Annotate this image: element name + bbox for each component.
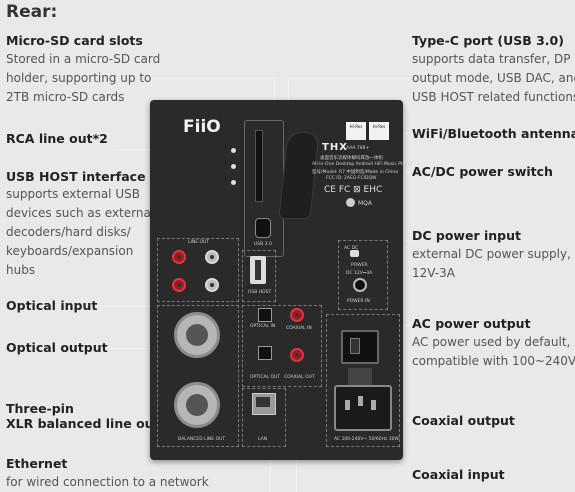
balanced-panel — [157, 305, 239, 447]
leader-line — [150, 78, 275, 79]
hires-audio-logo: Hi-Res — [369, 122, 389, 140]
page-title: Rear: — [6, 2, 58, 22]
usbhost-desc-2: devices such as external — [6, 206, 155, 220]
power-label: POWER — [351, 263, 368, 268]
rca-right-bottom-jack[interactable] — [172, 278, 186, 292]
balanced-label: BALANCED LINE OUT — [178, 437, 226, 442]
coax-in-title: Coaxial input — [412, 467, 505, 482]
digital-io-panel — [242, 305, 322, 387]
ethernet-desc: for wired connection to a network — [6, 475, 209, 489]
typec-title: Type-C port (USB 3.0) — [412, 33, 564, 48]
dc-desc-2: 12V-3A — [412, 266, 455, 280]
thx-sub: AAA 788+ — [346, 146, 370, 151]
ac-spec-label: AC 100-240V~ 50/60Hz 30W — [334, 437, 399, 442]
xlr-left-jack[interactable] — [174, 382, 220, 428]
microsd-title: Micro-SD card slots — [6, 33, 143, 48]
coaxial-out-jack[interactable] — [290, 348, 304, 362]
microsd-slot[interactable] — [255, 130, 263, 202]
info-line-1: 桌面音乐流媒体解码耳放一体机 — [320, 156, 383, 161]
ac-power-switch[interactable] — [341, 330, 379, 364]
ethernet-title: Ethernet — [6, 456, 68, 471]
lineout-label: LINE OUT — [188, 240, 210, 245]
switch-rocker-icon — [350, 338, 360, 354]
usbhost-desc-1: supports external USB — [6, 187, 140, 201]
power-panel — [338, 240, 388, 310]
coaxial-in-jack[interactable] — [290, 308, 304, 322]
acdc-title: AC/DC power switch — [412, 164, 553, 179]
usb-c-port[interactable] — [255, 218, 271, 238]
dc-power-input[interactable] — [353, 278, 367, 292]
hires-logo: Hi-Res — [346, 122, 366, 140]
usb-host-panel — [242, 250, 276, 302]
xlr-title-2: XLR balanced line out — [6, 416, 160, 431]
typec-desc-3: USB HOST related functions — [412, 90, 575, 104]
optical-out-title: Optical output — [6, 340, 108, 355]
typec-desc-2: output mode, USB DAC, and — [412, 71, 575, 85]
wifi-bt-antenna — [278, 132, 320, 219]
indicator-icon — [231, 164, 236, 169]
ac-power-socket[interactable] — [334, 385, 392, 431]
indicator-icon — [231, 148, 236, 153]
rca-left-top-jack[interactable] — [205, 250, 219, 264]
certification-icons: CE FC ⊠ EHC — [324, 185, 383, 195]
line-out-panel — [157, 238, 239, 302]
indicator-icon — [231, 180, 236, 185]
brand-logo: FiiO — [183, 117, 221, 137]
usb-a-inner — [255, 260, 261, 280]
coaxial-out-label: COAXIAL OUT — [284, 375, 315, 380]
ac-desc-2: compatible with 100~240V — [412, 354, 575, 368]
lan-label: LAN — [258, 437, 268, 442]
mqa-label: MQA — [358, 200, 373, 207]
device-rear-panel: FiiO USB 3.0 Hi-Res Hi-Res THX AAA 788+ … — [150, 100, 412, 460]
power-in-label: POWER IN — [347, 299, 370, 304]
xlr-title-1: Three-pin — [6, 401, 74, 416]
microsd-desc-2: holder, supporting up to — [6, 71, 152, 85]
leader-line — [288, 78, 410, 79]
optical-in-label: OPTICAL IN — [250, 324, 276, 329]
optical-in-title: Optical input — [6, 298, 98, 313]
ac-pin-icon — [371, 400, 376, 410]
leader-line — [274, 78, 275, 108]
rca-left-bottom-jack[interactable] — [205, 278, 219, 292]
xlr-right-jack[interactable] — [174, 312, 220, 358]
usb30-label: USB 3.0 — [254, 242, 272, 247]
microsd-desc-1: Stored in a micro-SD card — [6, 52, 161, 66]
optical-out-port[interactable] — [258, 346, 272, 360]
info-line-2: All-in-One Desktop Android HiFi Music Pl… — [312, 162, 413, 167]
rca-title: RCA line out*2 — [6, 131, 108, 146]
ac-pin-icon — [345, 400, 350, 410]
rca-right-top-jack[interactable] — [172, 250, 186, 264]
mqa-icon — [346, 198, 355, 207]
info-line-3: 型号/Model: R7 中国制造/Made in China — [312, 170, 398, 175]
dc-desc-1: external DC power supply, — [412, 247, 571, 261]
ac-dc-switch[interactable] — [350, 250, 359, 257]
optical-out-label: OPTICAL OUT — [250, 375, 281, 380]
ac-pin-icon — [358, 396, 363, 406]
coaxial-in-label: COAXIAL IN — [286, 326, 312, 331]
usbhost-label: USB HOST — [248, 290, 272, 295]
ac-title: AC power output — [412, 316, 531, 331]
dc-title: DC power input — [412, 228, 521, 243]
usbhost-desc-4: keyboards/expansion — [6, 244, 134, 258]
ac-desc-1: AC power used by default, — [412, 335, 571, 349]
lan-panel — [242, 388, 286, 447]
thx-logo: THX — [322, 142, 348, 153]
typec-desc-1: supports data transfer, DP — [412, 52, 571, 66]
dc-spec-label: DC 12V⎓3A — [346, 271, 373, 276]
ac-panel — [326, 314, 400, 447]
ethernet-port-inner — [256, 397, 270, 407]
microsd-desc-3: 2TB micro-SD cards — [6, 90, 125, 104]
optical-in-port[interactable] — [258, 308, 272, 322]
info-line-4: FCC ID: 2AEG-FCIDQW — [326, 176, 377, 181]
usbhost-desc-5: hubs — [6, 263, 36, 277]
ac-fuse-holder — [348, 368, 372, 386]
coax-out-title: Coaxial output — [412, 413, 515, 428]
wifi-title: WiFi/Bluetooth antenna — [412, 126, 575, 141]
usbhost-title: USB HOST interface — [6, 169, 146, 184]
usbhost-desc-3: decoders/hard disks/ — [6, 225, 131, 239]
ac-dc-label: AC DC — [344, 246, 359, 251]
